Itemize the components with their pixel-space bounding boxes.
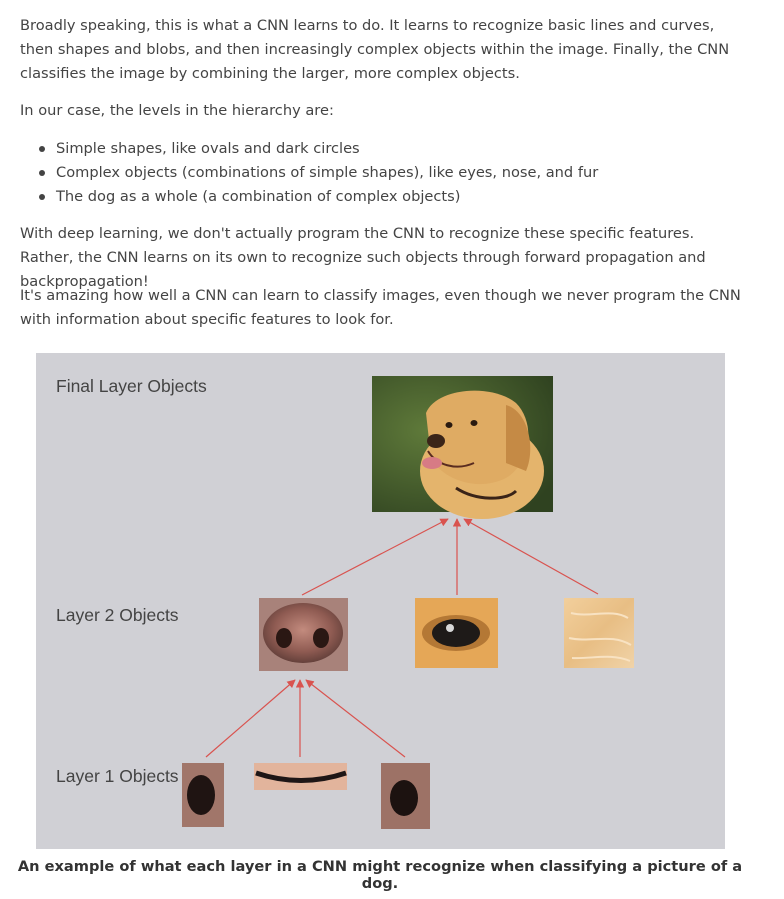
deep-learning-paragraph: With deep learning, we don't actually pr…: [20, 225, 706, 290]
amazing-paragraph: It's amazing how well a CNN can learn to…: [20, 287, 741, 328]
eye-feature: [415, 598, 498, 668]
layer-1-label: Layer 1 Objects: [56, 766, 179, 786]
curve-feature: [254, 763, 347, 790]
dark-oval-feature-left: [182, 763, 224, 827]
list-item: Complex objects (combinations of simple …: [20, 161, 720, 185]
feature-arrows: [205, 518, 599, 758]
list-item: The dog as a whole (a combination of com…: [20, 185, 720, 209]
final-layer-label: Final Layer Objects: [56, 376, 207, 396]
nose-feature: [259, 598, 348, 671]
intro-paragraph: Broadly speaking, this is what a CNN lea…: [20, 17, 730, 82]
hierarchy-intro: In our case, the levels in the hierarchy…: [20, 102, 334, 119]
fur-feature: [564, 598, 634, 668]
hierarchy-list: Simple shapes, like ovals and dark circl…: [20, 137, 720, 209]
dark-oval-feature-right: [381, 763, 430, 829]
feature-diagram: [182, 376, 634, 829]
list-item: Simple shapes, like ovals and dark circl…: [20, 137, 720, 161]
figure-caption: An example of what each layer in a CNN m…: [17, 858, 743, 892]
cnn-hierarchy-figure: Final Layer Objects Layer 2 Objects Laye…: [36, 353, 725, 849]
layer-2-label: Layer 2 Objects: [56, 605, 179, 625]
dog-photo: [372, 376, 553, 519]
